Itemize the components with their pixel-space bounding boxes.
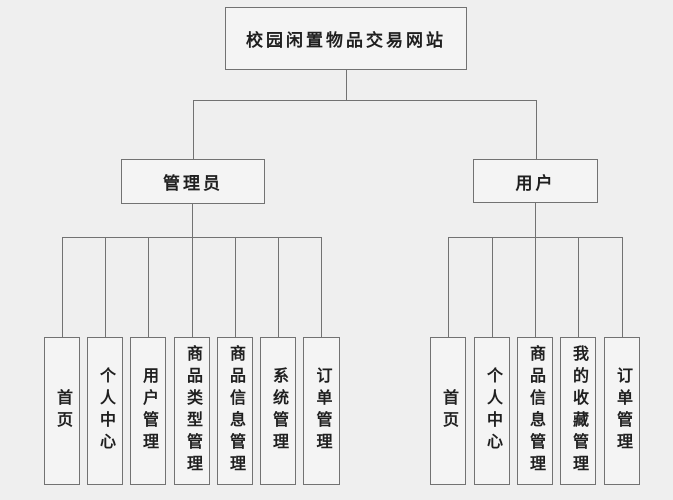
connector-level1-bar: [193, 100, 537, 101]
leaf-node-admin-user-mgmt: 用户管理: [130, 337, 166, 485]
leaf-node-user-profile: 个人中心: [474, 337, 510, 485]
leaf-node-admin-profile: 个人中心: [87, 337, 123, 485]
leaf-node-admin-system-mgmt: 系统管理: [260, 337, 296, 485]
branch-node-user: 用户: [473, 159, 598, 203]
leaf-node-user-favorites: 我的收藏管理: [560, 337, 596, 485]
leaf-node-user-order-mgmt: 订单管理: [604, 337, 640, 485]
leaf-node-admin-order-mgmt: 订单管理: [303, 337, 340, 485]
leaf-node-user-product-info: 商品信息管理: [517, 337, 553, 485]
connector-admin-leaf-drop: [105, 237, 106, 337]
connector-user-leaf-drop: [535, 237, 536, 337]
connector-admin-leaf-drop: [278, 237, 279, 337]
connector-admin-leaf-drop: [62, 237, 63, 337]
connector-user-leaf-drop: [448, 237, 449, 337]
connector-admin-leaf-drop: [321, 237, 322, 337]
connector-user-stem: [535, 203, 536, 237]
connector-admin-drop: [193, 100, 194, 159]
connector-user-drop: [536, 100, 537, 159]
connector-admin-leaf-drop: [235, 237, 236, 337]
connector-admin-stem: [192, 204, 193, 237]
branch-node-admin: 管理员: [121, 159, 265, 204]
leaf-node-admin-product-info: 商品信息管理: [217, 337, 253, 485]
leaf-node-admin-home: 首页: [44, 337, 80, 485]
connector-user-leaf-drop: [622, 237, 623, 337]
connector-admin-leaf-drop: [192, 237, 193, 337]
connector-root-stem: [346, 70, 347, 101]
connector-admin-leaf-drop: [148, 237, 149, 337]
leaf-node-admin-product-type: 商品类型管理: [174, 337, 210, 485]
connector-user-leaf-drop: [578, 237, 579, 337]
leaf-node-user-home: 首页: [430, 337, 466, 485]
root-node-site-title: 校园闲置物品交易网站: [225, 7, 467, 70]
connector-user-leaf-drop: [492, 237, 493, 337]
